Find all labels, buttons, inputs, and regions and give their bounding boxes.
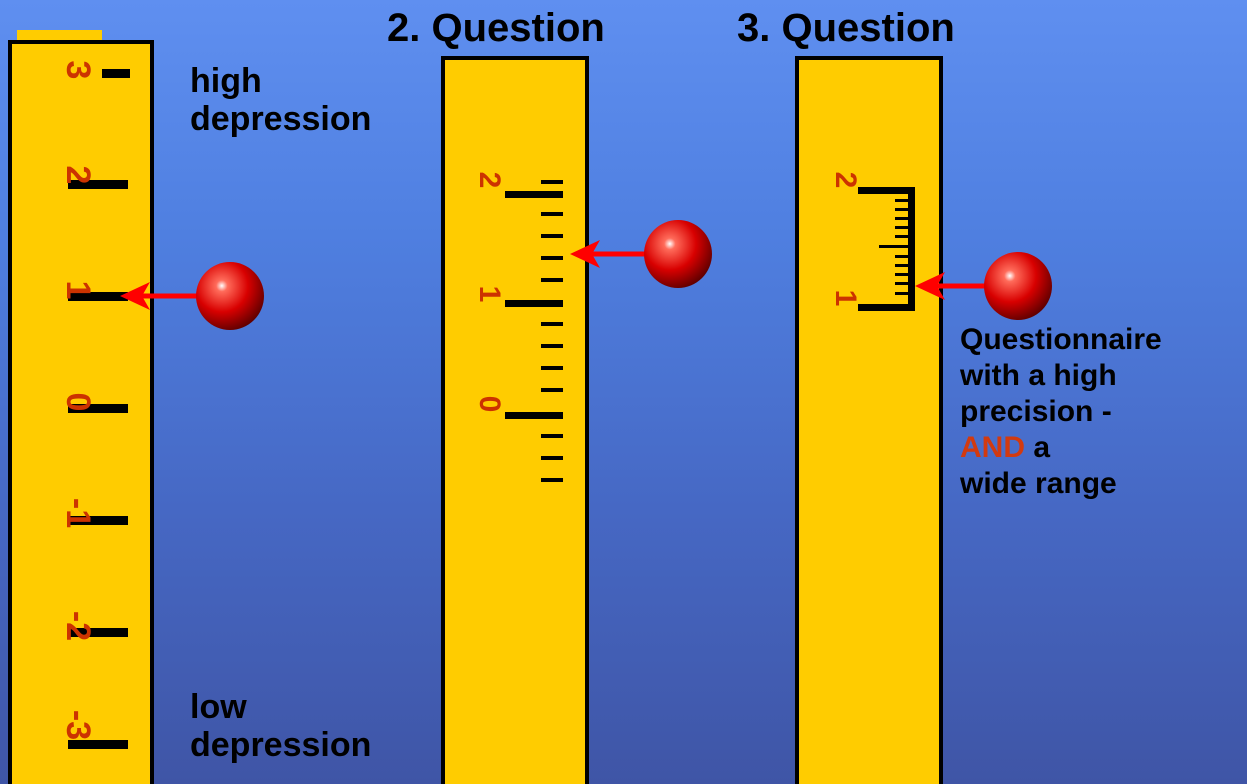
tick-major	[505, 300, 563, 307]
ruler-2-ticks	[505, 180, 563, 482]
tick-major	[858, 304, 915, 311]
ruler-3	[795, 56, 943, 784]
tick-minor	[541, 256, 563, 260]
tick-major	[102, 69, 130, 78]
pointer-1	[120, 262, 264, 330]
ruler-1-number: 1	[59, 281, 97, 300]
tick-minor	[541, 344, 563, 348]
tick-minor	[895, 226, 915, 229]
ruler-1-number: 0	[59, 393, 97, 412]
ruler-1-number: -1	[59, 498, 97, 528]
high-depression-line: high	[190, 62, 262, 100]
ruler-1-ticks	[68, 69, 130, 749]
tick-major	[68, 740, 128, 749]
note-line: AND a	[960, 430, 1162, 466]
ruler-1-number: 2	[59, 166, 97, 185]
low-depression-line: low	[190, 688, 247, 726]
ball-icon	[196, 262, 264, 330]
ruler-2	[441, 56, 589, 784]
tick-minor	[895, 199, 915, 202]
note-line: with a high	[960, 359, 1117, 392]
ruler-1-number: 3	[59, 61, 97, 80]
tick-minor	[541, 434, 563, 438]
ball-icon	[644, 220, 712, 288]
low-depression-line: depression	[190, 726, 372, 765]
ruler-1-number: -2	[59, 611, 97, 641]
ruler-3-number: 1	[829, 290, 862, 307]
tick-minor	[541, 278, 563, 282]
tick-minor	[541, 388, 563, 392]
tick-minor	[541, 180, 563, 184]
tick-minor	[895, 255, 915, 258]
precision-note: Questionnaire with a high precision - AN…	[960, 322, 1162, 502]
tick-major	[858, 187, 915, 194]
tick-mid	[879, 245, 915, 248]
ruler-2-number: 1	[473, 286, 506, 303]
tick-major	[68, 292, 128, 301]
ruler-3-ticks	[858, 187, 915, 311]
tick-minor	[541, 478, 563, 482]
tick-major	[505, 412, 563, 419]
tick-minor	[541, 212, 563, 216]
note-line: precision -	[960, 395, 1112, 428]
tick-major	[68, 516, 128, 525]
tick-minor	[895, 292, 915, 295]
ball-icon	[984, 252, 1052, 320]
tick-minor	[541, 456, 563, 460]
low-depression-label: low depression	[190, 688, 371, 764]
tick-major	[68, 180, 128, 189]
arrow-head-icon	[120, 282, 150, 310]
high-depression-label: high depression	[190, 62, 371, 138]
tick-major	[505, 191, 563, 198]
ruler-2-number: 0	[473, 396, 506, 413]
arrow-head-icon	[915, 272, 945, 300]
note-accent: AND	[960, 431, 1025, 464]
note-line: Questionnaire	[960, 323, 1162, 356]
ruler-2-number: 2	[473, 172, 506, 189]
note-line: wide range	[960, 467, 1117, 500]
tick-minor	[895, 282, 915, 285]
tick-minor	[541, 366, 563, 370]
tick-major	[68, 404, 128, 413]
arrow-head-icon	[570, 240, 600, 268]
tick-minor	[895, 208, 915, 211]
tick-minor	[895, 273, 915, 276]
tick-minor	[541, 234, 563, 238]
question-3-heading: 3. Question	[737, 6, 955, 50]
note-line-rest: a	[1025, 431, 1051, 464]
tick-minor	[541, 322, 563, 326]
ruler-3-number: 2	[829, 172, 862, 189]
high-depression-line: depression	[190, 100, 372, 139]
tick-minor	[895, 235, 915, 238]
tick-major	[68, 628, 128, 637]
tick-minor	[895, 264, 915, 267]
pointer-3	[915, 252, 1052, 320]
tick-minor	[895, 217, 915, 220]
pointer-2	[570, 220, 712, 288]
question-2-heading: 2. Question	[387, 6, 605, 50]
ruler-1-number: -3	[59, 710, 97, 740]
tick-spine	[908, 187, 915, 311]
